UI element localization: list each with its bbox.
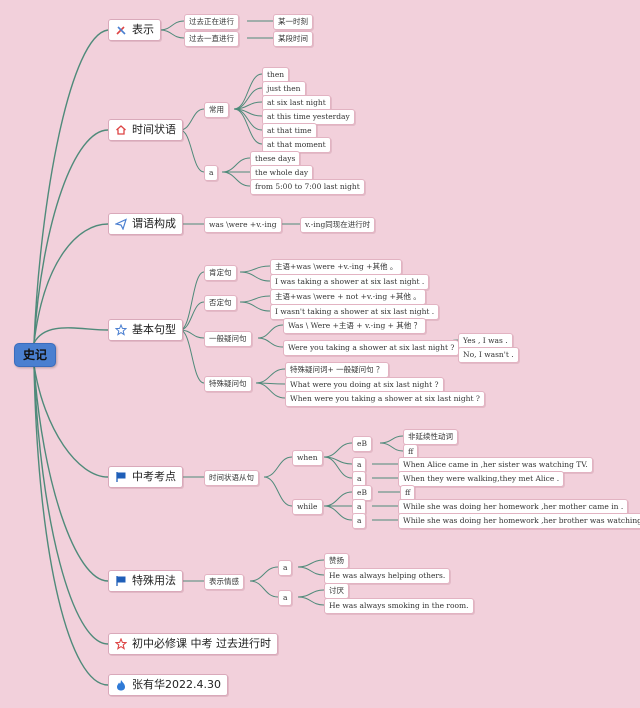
flame-icon <box>115 679 127 691</box>
node-text[interactable]: While she was doing her homework ,her br… <box>398 513 640 529</box>
flag-icon <box>115 575 127 587</box>
node-text[interactable]: Were you taking a shower at six last nig… <box>283 340 460 356</box>
node-text[interactable]: 主语+was \were + not +v.-ing +其他 。 <box>270 289 426 305</box>
branch-node-basic-sentences[interactable]: 基本句型 <box>108 319 183 341</box>
node-text[interactable]: Was \ Were +主语 + v.-ing + 其他 ？ <box>283 318 427 334</box>
branch-node-course[interactable]: 初中必修课 中考 过去进行时 <box>108 633 278 655</box>
node-affirmative[interactable]: 肯定句 <box>204 265 237 281</box>
node-period[interactable]: 某段时间 <box>273 31 313 47</box>
node-negative[interactable]: 否定句 <box>204 295 237 311</box>
node-special-question[interactable]: 特殊疑问句 <box>204 376 252 392</box>
node-a[interactable]: a <box>352 499 367 515</box>
node-text[interactable]: When they were walking,they met Alice . <box>398 471 565 487</box>
branch-node-predicate[interactable]: 谓语构成 <box>108 213 183 235</box>
branch-label: 基本句型 <box>132 323 176 336</box>
node-text[interactable]: He was always helping others. <box>324 568 451 584</box>
branch-node-represent[interactable]: 表示 <box>108 19 161 41</box>
node-time-clause[interactable]: 时间状语从句 <box>204 470 259 486</box>
node-text[interactable]: 主语+was \were +v.-ing +其他 。 <box>270 259 403 275</box>
node-time-item[interactable]: from 5:00 to 7:00 last night <box>250 179 365 195</box>
node-same-as-present[interactable]: v.-ing同现在进行时 <box>300 217 376 233</box>
node-text[interactable]: When were you taking a shower at six las… <box>285 391 485 407</box>
node-text[interactable]: I was taking a shower at six last night … <box>270 274 430 290</box>
node-text[interactable]: 讨厌 <box>324 583 349 599</box>
node-structure[interactable]: was \were +v.-ing <box>204 217 282 233</box>
branch-node-exam-points[interactable]: 中考考点 <box>108 466 183 488</box>
node-a[interactable]: a <box>204 165 219 181</box>
node-moment[interactable]: 某一时刻 <box>273 14 313 30</box>
node-text[interactable]: 赞扬 <box>324 553 349 569</box>
node-text[interactable]: 特殊疑问词+ 一般疑问句 ？ <box>285 362 389 378</box>
node-a[interactable]: a <box>352 513 367 529</box>
node-eb[interactable]: eB <box>352 485 372 501</box>
node-express-emotion[interactable]: 表示情感 <box>204 574 244 590</box>
root-node[interactable]: 史记 <box>14 343 56 367</box>
node-when[interactable]: when <box>292 450 323 466</box>
node-past-continuous[interactable]: 过去一直进行 <box>184 31 239 47</box>
branch-label: 张有华2022.4.30 <box>132 678 221 691</box>
node-general-question[interactable]: 一般疑问句 <box>204 331 252 347</box>
star-outline-icon <box>114 323 128 336</box>
node-text[interactable]: He was always smoking in the room. <box>324 598 474 614</box>
node-text[interactable]: 非延续性动词 <box>403 429 458 445</box>
flag-icon <box>115 471 127 483</box>
node-past-ongoing[interactable]: 过去正在进行 <box>184 14 239 30</box>
node-common[interactable]: 常用 <box>204 102 229 118</box>
node-eb[interactable]: eB <box>352 436 372 452</box>
node-a[interactable]: a <box>352 457 367 473</box>
branch-label: 时间状语 <box>132 123 176 136</box>
branch-label: 特殊用法 <box>132 574 176 587</box>
node-while[interactable]: while <box>292 499 323 515</box>
node-a[interactable]: a <box>278 560 293 576</box>
branch-label: 初中必修课 中考 过去进行时 <box>132 637 271 650</box>
tools-icon <box>115 24 127 36</box>
branch-label: 表示 <box>132 23 154 36</box>
node-a[interactable]: a <box>278 590 293 606</box>
branch-node-special-usage[interactable]: 特殊用法 <box>108 570 183 592</box>
branch-node-author-date[interactable]: 张有华2022.4.30 <box>108 674 228 696</box>
send-icon <box>114 218 127 231</box>
branch-label: 谓语构成 <box>132 217 176 230</box>
star-outline-icon <box>114 637 128 650</box>
house-icon <box>115 124 127 136</box>
branch-label: 中考考点 <box>132 470 176 483</box>
branch-node-time-adverbial[interactable]: 时间状语 <box>108 119 183 141</box>
node-text[interactable]: No, I wasn't . <box>458 347 519 363</box>
